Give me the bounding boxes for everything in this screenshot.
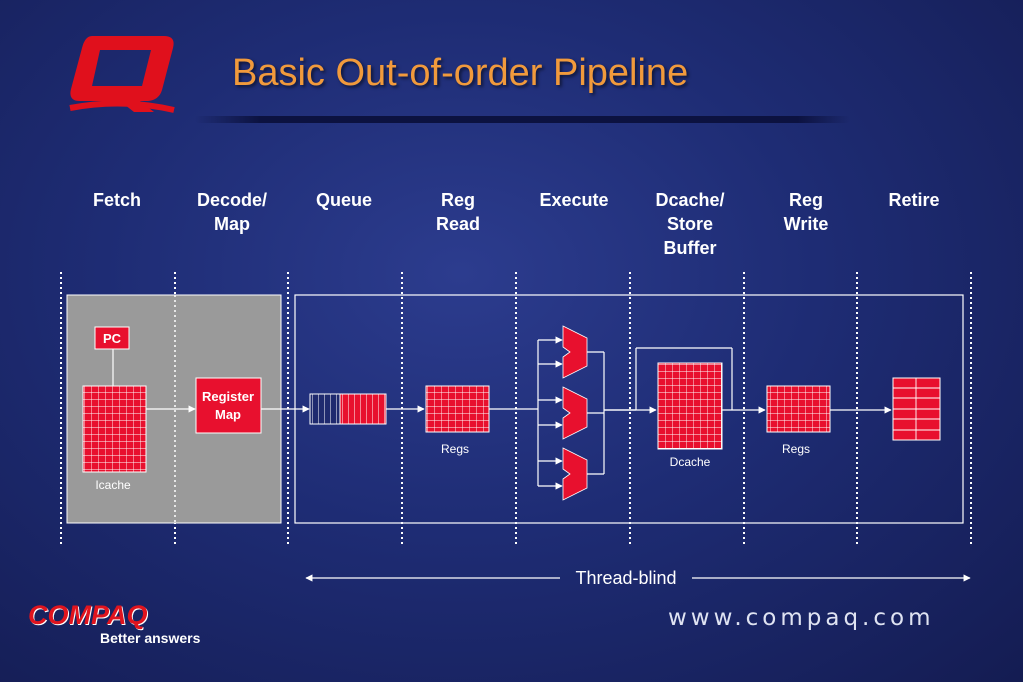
register-map-label-line2: Map (215, 407, 241, 422)
stage-label-queue: Queue (315, 190, 372, 210)
icache-array (82, 385, 147, 473)
alu-units (562, 325, 588, 501)
regs-read-label: Regs (441, 442, 469, 456)
execute-units (537, 336, 563, 490)
stage-label-decode-map: Decode/ Map (196, 190, 268, 234)
stage-label-execute: Execute (539, 190, 609, 210)
title-underline (195, 116, 850, 123)
thread-blind-label: Thread-blind (575, 568, 677, 588)
compaq-q-logo-icon (69, 36, 175, 113)
register-map-block (195, 377, 262, 434)
issue-queue (309, 393, 387, 425)
icache-label: Icache (95, 478, 131, 492)
dcache-label: Dcache (670, 455, 711, 469)
pc-label: PC (103, 331, 122, 346)
register-map-label-line1: Register (202, 389, 254, 404)
brand-tagline: Better answers (100, 630, 201, 646)
stage-label-fetch: Fetch (92, 190, 141, 210)
dcache-array (657, 362, 723, 450)
stage-label-reg-write: Reg Write (783, 190, 829, 234)
stage-label-retire: Retire (888, 190, 940, 210)
slide-title: Basic Out-of-order Pipeline (232, 52, 689, 94)
register-file-write (766, 385, 831, 433)
compaq-wordmark-logo: COMPAQ (28, 600, 148, 630)
brand-url: www.compaq.com (668, 605, 935, 631)
stage-label-reg-read: Reg Read (435, 190, 480, 234)
stage-label-dcache-store-buffer: Dcache/ Store Buffer (655, 190, 725, 258)
regs-write-label: Regs (782, 442, 810, 456)
register-file-read (425, 385, 490, 433)
retire-buffer (892, 377, 941, 441)
pc-block (94, 326, 130, 350)
